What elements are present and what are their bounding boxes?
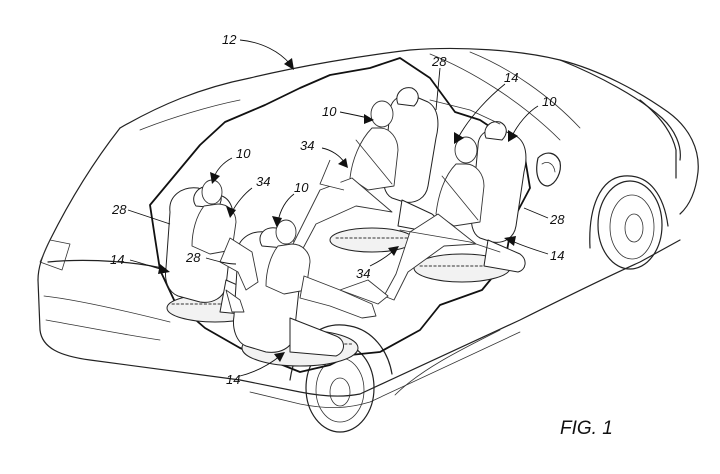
dashboard xyxy=(430,100,500,124)
label-seat-rear-center: 28 xyxy=(185,250,201,265)
label-floor-center: 14 xyxy=(226,372,240,387)
label-floor-top: 14 xyxy=(504,70,518,85)
label-occupant-rear-left: 10 xyxy=(236,146,251,161)
label-vehicle: 12 xyxy=(222,32,237,47)
label-occupant-front-passenger: 10 xyxy=(542,94,557,109)
label-seat-front-left: 28 xyxy=(431,54,447,69)
label-seat-rear-left: 28 xyxy=(111,202,127,217)
label-seat-front-right: 28 xyxy=(549,212,565,227)
figure-caption: FIG. 1 xyxy=(560,418,613,439)
label-space-a: 34 xyxy=(300,138,314,153)
label-floor-right: 14 xyxy=(550,248,564,263)
label-space-b: 34 xyxy=(256,174,270,189)
label-space-c: 34 xyxy=(356,266,370,281)
label-floor-left: 14 xyxy=(110,252,124,267)
label-occupant-rear-right: 10 xyxy=(294,180,309,195)
label-occupant-front-driver: 10 xyxy=(322,104,337,119)
